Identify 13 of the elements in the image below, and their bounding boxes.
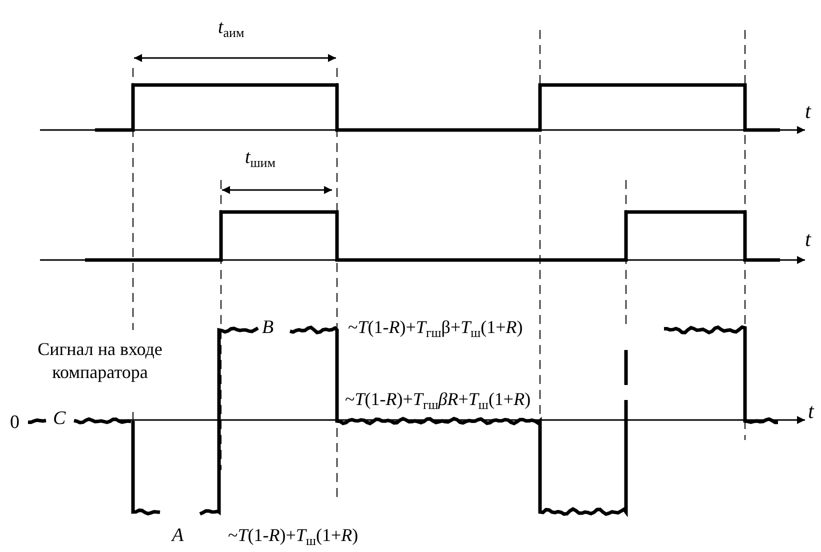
formula-label: ~T(1-R)+T$_{гш}$βR+T$_{ш}$(1+R) bbox=[345, 390, 531, 412]
axis-label: t bbox=[805, 228, 811, 252]
zero-level-label: 0 bbox=[10, 413, 20, 434]
level-label: B bbox=[262, 318, 274, 339]
duration-label: t$_{шим}$ bbox=[245, 148, 276, 170]
duration-label: t$_{аим}$ bbox=[218, 18, 244, 40]
axis-label: t bbox=[808, 400, 814, 424]
formula-label: ~T(1-R)+T$_{ш}$(1+R) bbox=[228, 526, 358, 548]
axis-label: t bbox=[805, 100, 811, 124]
signal-caption: Сигнал на входе компаратора bbox=[36, 338, 164, 383]
formula-label: ~T(1-R)+T$_{гш}$β+T$_{ш}$(1+R) bbox=[348, 318, 523, 340]
level-label: A bbox=[172, 526, 184, 547]
level-label: C bbox=[53, 409, 66, 430]
